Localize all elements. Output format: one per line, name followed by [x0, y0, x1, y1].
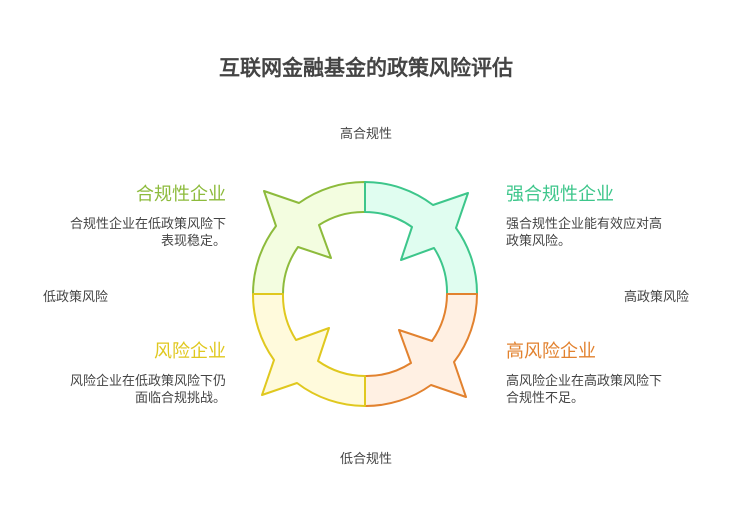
quadrant-title-risk: 风险企业	[154, 341, 226, 362]
segment-bottom-left	[251, 293, 366, 407]
desc-line: 政策风险。	[506, 234, 572, 249]
desc-line: 高风险企业在高政策风险下	[506, 374, 663, 389]
segment-top-left	[252, 180, 366, 295]
desc-line: 面临合规挑战。	[134, 391, 226, 406]
desc-line: 合规性不足。	[506, 391, 585, 406]
diagram-title: 互联网金融基金的政策风险评估	[219, 56, 513, 80]
quadrant-desc-compliant: 合规性企业在低政策风险下 表现稳定。	[36, 216, 226, 250]
quadrant-desc-strong-compliant: 强合规性企业能有效应对高 政策风险。	[506, 216, 696, 250]
segment-top-right	[364, 181, 479, 295]
quadrant-desc-risk: 风险企业在低政策风险下仍 面临合规挑战。	[36, 373, 226, 407]
desc-line: 表现稳定。	[160, 234, 226, 249]
axis-label-bottom: 低合规性	[339, 452, 392, 467]
quadrant-title-strong-compliant: 强合规性企业	[506, 184, 614, 205]
axis-label-top: 高合规性	[339, 127, 392, 142]
desc-line: 风险企业在低政策风险下仍	[69, 374, 226, 389]
desc-line: 强合规性企业能有效应对高	[506, 217, 663, 232]
axis-label-right: 高政策风险	[623, 290, 689, 305]
quadrant-title-compliant: 合规性企业	[136, 184, 226, 205]
desc-line: 合规性企业在低政策风险下	[69, 217, 226, 232]
axis-label-left: 低政策风险	[43, 290, 109, 305]
quadrant-title-high-risk: 高风险企业	[506, 341, 596, 362]
segment-bottom-right	[364, 293, 478, 408]
quadrant-desc-high-risk: 高风险企业在高政策风险下 合规性不足。	[506, 373, 696, 407]
